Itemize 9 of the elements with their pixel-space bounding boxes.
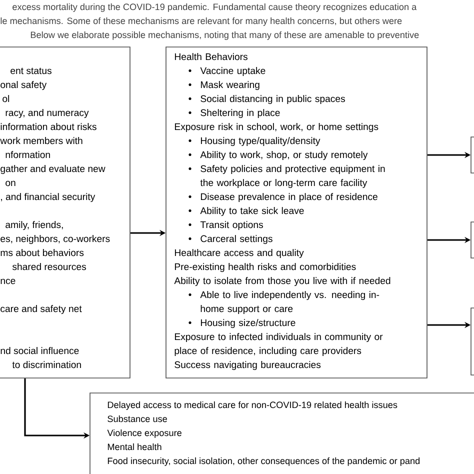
caption-text: Below we elaborate possible mechanisms, noting that many of these are amenable to preventive bbox=[30, 31, 419, 40]
caption-text: le mechanisms. Some of these mechanisms are relevant for many health concerns, but others were bbox=[0, 17, 402, 26]
empty-box bbox=[470, 222, 474, 258]
caption-text: excess mortality during the COVID-19 pandemic. Fundamental cause theory recognizes education a bbox=[12, 3, 417, 12]
empty-box bbox=[470, 308, 474, 376]
text-box: ent status onal safety ol racy, and numeracy information about risks work members with nformation gather and evaluate new on , and financial security amily, friends, es, neighbors, co-workers ms about behaviors shared resources nce care and safety net nd social influence to discrimination bbox=[0, 46, 130, 378]
empty-box bbox=[470, 136, 474, 174]
text-box: Health Behaviors Vaccine uptake Mask wearing Social distancing in public spaces Sheltering in place Exposure risk in school, work, or home settings Housing type/quality/density Ability to work, shop, or study remotely Safety policies and protective equipment in the workplace or long-term care facility Disease prevalence in place of residence Ability to take sick leave Transit options Carceral settings Healthcare access and quality Pre-existing health risks and comorbidities Ability to isolate from those you live with if needed Able to live independently vs. needing in-home support or care Housing size/structure Exposure to infected individuals in community or place of residence, including care providers Success navigating bureaucracies bbox=[166, 46, 428, 378]
text-box: Delayed access to medical care for non-COVID-19 related health issues Substance use Violence exposure Mental health Food insecurity, social isolation, other consequences of the pandemic or pand bbox=[90, 392, 474, 474]
